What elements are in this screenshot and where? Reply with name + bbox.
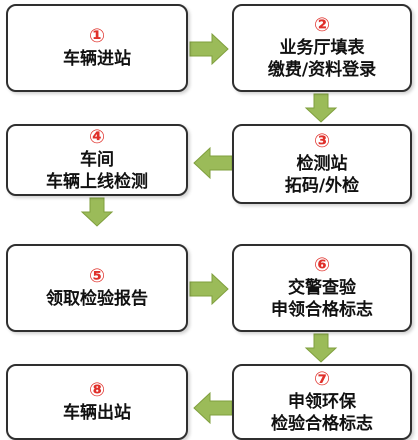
step-2-label-line1: 业务厅填表 xyxy=(279,38,365,58)
step-3-label-line2: 拓码/外检 xyxy=(284,176,360,196)
step-8-number: ⑧ xyxy=(88,379,106,401)
step-7-label-line1: 申领环保 xyxy=(288,392,356,412)
step-1-label: 车辆进站 xyxy=(63,49,131,69)
step-3-label-line1: 检测站 xyxy=(296,154,348,174)
arrow-step4-to-step5 xyxy=(80,197,114,227)
step-6-number: ⑥ xyxy=(313,254,331,276)
step-5-box: ⑤ 领取检验报告 xyxy=(6,244,188,332)
step-8-label: 车辆出站 xyxy=(63,403,131,423)
arrow-step7-to-step8 xyxy=(193,391,233,425)
step-2-number: ② xyxy=(313,14,331,36)
step-3-number: ③ xyxy=(313,130,331,152)
arrow-step5-to-step6 xyxy=(189,272,229,306)
step-7-label-line2: 检验合格标志 xyxy=(271,414,373,434)
step-7-box: ⑦ 申领环保 检验合格标志 xyxy=(232,364,412,440)
arrow-step6-to-step7 xyxy=(304,333,338,363)
arrow-step1-to-step2 xyxy=(189,32,229,66)
arrow-step3-to-step4 xyxy=(193,146,233,180)
step-6-box: ⑥ 交警查验 申领合格标志 xyxy=(232,244,412,332)
step-4-number: ④ xyxy=(88,126,106,148)
step-2-label-line2: 缴费/资料登录 xyxy=(267,60,377,80)
step-6-label-line2: 申领合格标志 xyxy=(271,300,373,320)
arrow-step2-to-step3 xyxy=(304,93,338,123)
step-4-label-line1: 车间 xyxy=(80,150,114,170)
step-5-number: ⑤ xyxy=(88,265,106,287)
step-5-label: 领取检验报告 xyxy=(46,289,148,309)
step-8-box: ⑧ 车辆出站 xyxy=(6,364,188,440)
step-6-label-line1: 交警查验 xyxy=(288,278,356,298)
step-4-label-line2: 车辆上线检测 xyxy=(46,172,148,192)
step-1-box: ① 车辆进站 xyxy=(6,4,188,92)
step-1-number: ① xyxy=(88,25,106,47)
step-4-box: ④ 车间 车辆上线检测 xyxy=(6,124,188,196)
step-2-box: ② 业务厅填表 缴费/资料登录 xyxy=(232,4,412,92)
step-3-box: ③ 检测站 拓码/外检 xyxy=(232,124,412,204)
step-7-number: ⑦ xyxy=(313,368,331,390)
